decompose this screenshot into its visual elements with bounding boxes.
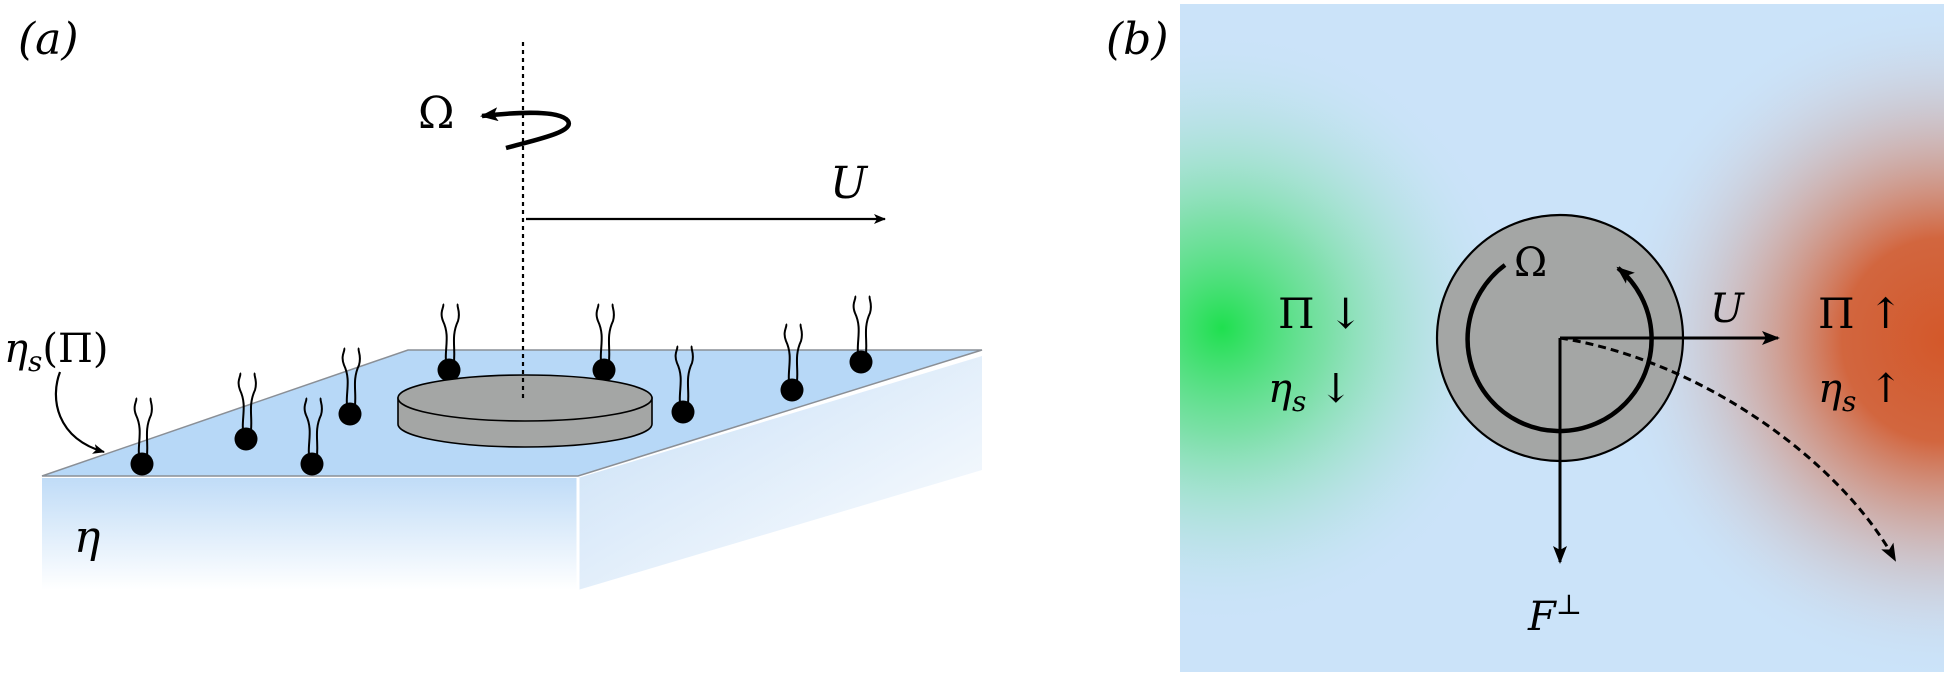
bulk-side-face (578, 356, 982, 590)
omega-rotation-arrow (480, 107, 571, 151)
left-viscosity-label: ηs ↓ (1268, 366, 1353, 418)
omega-rotation-arc (1465, 263, 1654, 434)
omega-label-a: Ω (418, 88, 454, 139)
surfactant-heads (130, 350, 873, 476)
omega-label-b: Ω (1514, 240, 1547, 286)
panel-a: (a) (4, 14, 983, 590)
surfactant-head (234, 427, 258, 451)
surface-viscosity-pointer (54, 371, 105, 454)
bulk-viscosity-label: η (74, 512, 100, 563)
velocity-label-b: U (1710, 286, 1745, 332)
surfactant-head (338, 402, 362, 426)
surfactant-head (592, 358, 616, 382)
surfactant-head (437, 358, 461, 382)
surfactant-head (780, 378, 804, 402)
force-label: F⊥ (1527, 588, 1582, 640)
surfactant-head (849, 350, 873, 374)
right-viscosity-label: ηs ↑ (1818, 366, 1903, 418)
left-pressure-label: Π ↓ (1278, 289, 1363, 338)
velocity-label-a: U (830, 158, 869, 209)
right-pressure-label: Π ↑ (1818, 289, 1903, 338)
surfactant-head (671, 400, 695, 424)
surfactant-head (130, 452, 154, 476)
trajectory-curve (1559, 336, 1897, 562)
panel-b-tag: (b) (1106, 14, 1169, 65)
surface-viscosity-label: ηs(Π) (4, 326, 108, 378)
surfactant-head (300, 452, 324, 476)
surfactant-tails (133, 295, 872, 463)
panel-a-tag: (a) (18, 14, 79, 65)
panel-b: (b) Ω U F⊥ Π ↓ ηs ↓ Π ↑ ηs ↑ (1106, 4, 1944, 672)
bulk-front-face (42, 478, 578, 590)
disk (397, 374, 653, 448)
